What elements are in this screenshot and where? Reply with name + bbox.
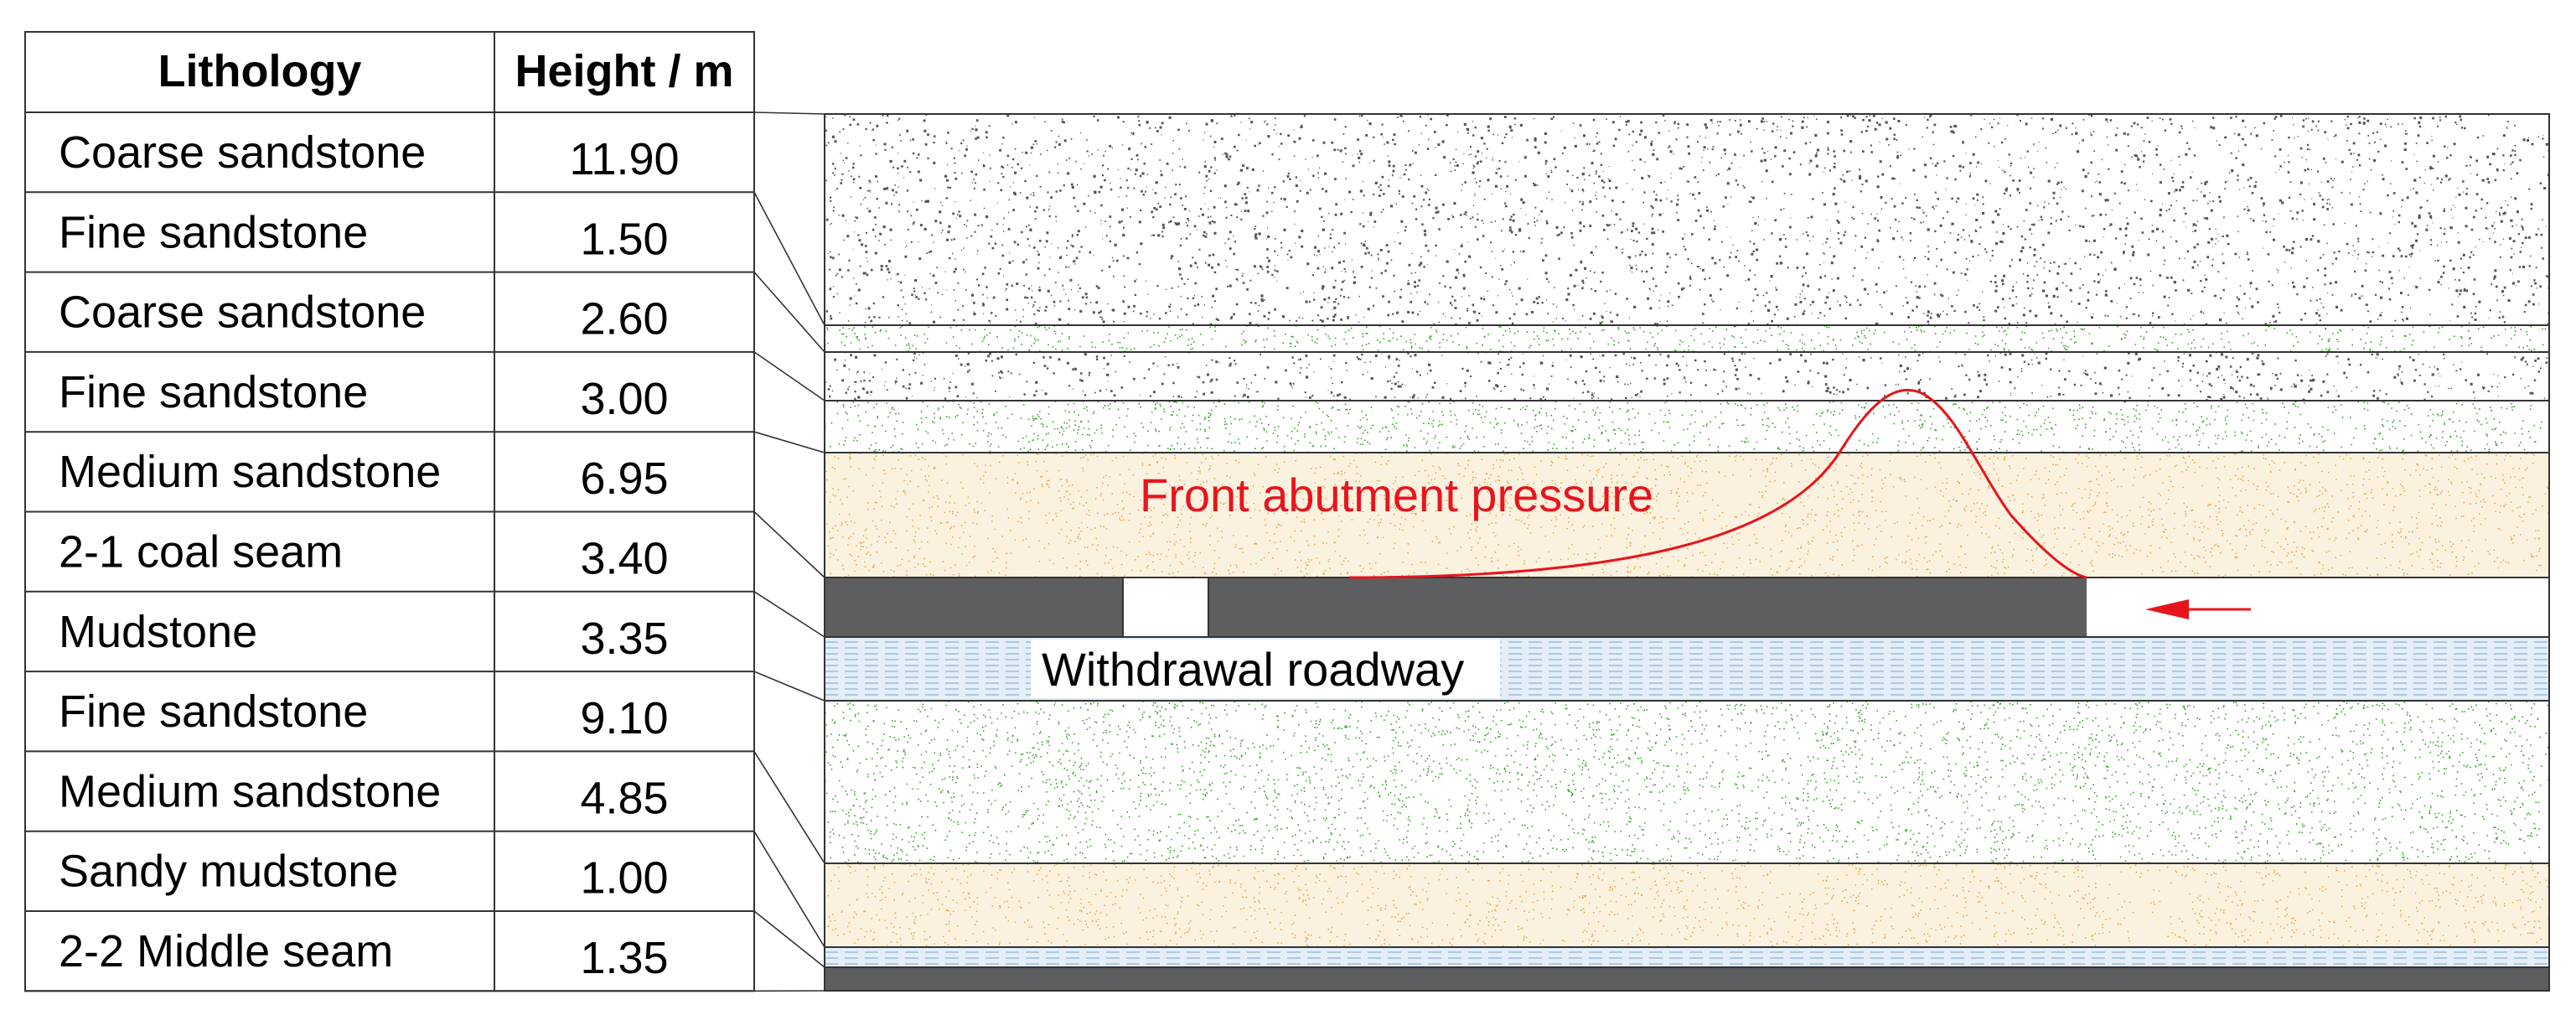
coal-seam-blocks <box>825 577 2549 991</box>
lithology-header: Lithology <box>158 46 362 96</box>
table-grid <box>24 31 755 992</box>
medium-sandstone-layer <box>825 453 2549 578</box>
front-abutment-pressure-label: Front abutment pressure <box>1140 469 1653 521</box>
withdrawal-roadway-label: Withdrawal roadway <box>1042 643 1464 696</box>
height-cell: 1.50 <box>580 214 668 264</box>
lithology-cell: Fine sandstone <box>59 686 368 737</box>
mudstone-texture <box>825 951 2548 965</box>
lithology-cell: Fine sandstone <box>59 367 368 417</box>
mudstone-layer <box>825 947 2549 967</box>
height-cell: 9.10 <box>580 693 668 743</box>
lithology-cell: Coarse sandstone <box>59 287 426 338</box>
strata-layers <box>825 114 2549 967</box>
lithology-cell: Mudstone <box>59 607 257 657</box>
height-cell: 11.90 <box>569 134 679 184</box>
connector-line <box>753 671 825 702</box>
height-cell: 1.35 <box>580 933 668 983</box>
advance-direction-arrow <box>2145 599 2251 619</box>
connector-line <box>753 910 825 968</box>
height-cell: 6.95 <box>580 453 668 504</box>
height-cell: 3.35 <box>580 614 668 664</box>
roadway-label-background <box>1031 640 1500 698</box>
connector-line <box>753 510 825 578</box>
height-cell: 2.60 <box>580 294 668 344</box>
coarse-sandstone-texture <box>825 352 2549 403</box>
connector-line <box>753 591 825 638</box>
connector-line <box>753 272 825 353</box>
coarse-sandstone-layer <box>825 352 2549 401</box>
strata-boundaries <box>825 324 2549 991</box>
coal-face-block <box>1208 578 2087 637</box>
coarse-sandstone-layer <box>825 114 2549 325</box>
connector-line <box>753 191 825 326</box>
fine-sandstone-layer <box>825 701 2549 863</box>
coal-pillar-block <box>825 578 1123 637</box>
lithology-cell: Medium sandstone <box>59 766 441 816</box>
height-header: Height / m <box>515 46 733 96</box>
medium-sandstone-layer <box>825 863 2549 947</box>
height-cell: 3.00 <box>580 374 668 424</box>
connector-line <box>753 831 825 948</box>
fine-sandstone-texture <box>825 401 2549 454</box>
fine-sandstone-layer <box>825 325 2549 352</box>
section-frame <box>824 113 2550 992</box>
withdrawal-roadway-opening <box>1122 577 1209 638</box>
connector-lines <box>753 111 825 992</box>
strata-textures <box>825 114 2549 965</box>
connector-line <box>753 431 825 453</box>
middle-seam-block <box>825 967 2549 991</box>
lithology-cell: 2-2 Middle seam <box>59 926 393 976</box>
height-cell: 1.00 <box>580 853 668 904</box>
fine-sandstone-layer <box>825 401 2549 453</box>
front-abutment-pressure-curve <box>1348 388 2087 579</box>
lithology-cell: Medium sandstone <box>59 447 441 497</box>
lithology-cell: Sandy mudstone <box>59 847 398 897</box>
strata-section <box>825 114 2549 991</box>
lithology-cell: 2-1 coal seam <box>59 527 343 578</box>
connector-line <box>753 111 825 115</box>
lithology-table: Lithology Height / m Coarse sandstone 11.… <box>24 31 755 992</box>
height-cell: 3.40 <box>580 534 668 584</box>
lithology-cell: Coarse sandstone <box>59 127 426 178</box>
lithology-cell: Fine sandstone <box>59 207 368 257</box>
connector-line <box>753 750 825 864</box>
connector-line <box>753 351 825 401</box>
height-cell: 4.85 <box>580 773 668 823</box>
